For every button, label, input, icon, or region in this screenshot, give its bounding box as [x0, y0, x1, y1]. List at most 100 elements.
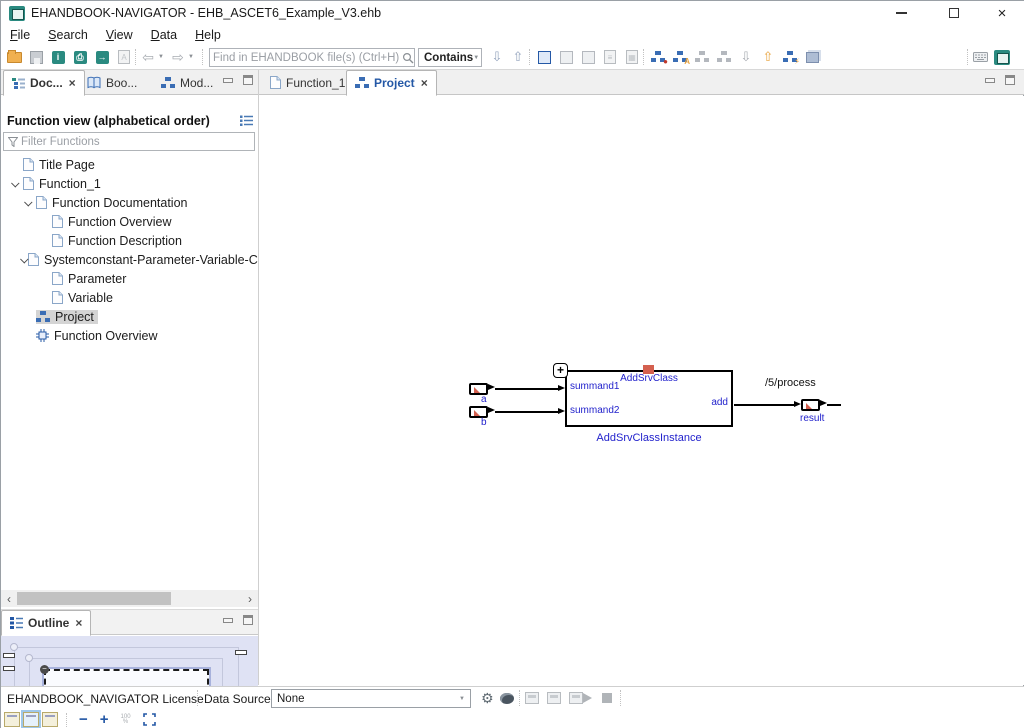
output-pin-result[interactable]	[801, 399, 820, 411]
start-measurement-icon[interactable]	[583, 693, 592, 703]
search-in-model-button[interactable]: ●	[649, 48, 668, 66]
caret-down-icon: ▼	[158, 54, 164, 60]
maximize-panel-icon[interactable]	[243, 615, 253, 625]
tab-models[interactable]: Mod...	[153, 70, 221, 95]
maximize-panel-icon[interactable]	[243, 75, 253, 85]
panel-divider[interactable]	[258, 70, 259, 685]
tree-item-function-overview-model[interactable]: Function Overview	[1, 326, 258, 345]
maximize-panel-icon[interactable]	[1005, 75, 1015, 85]
document-icon	[23, 158, 34, 171]
search-text-in-model-button[interactable]: A	[671, 48, 690, 66]
close-button[interactable]: ×	[979, 1, 1024, 25]
handbook-info-button[interactable]: i	[49, 48, 67, 66]
parent-function-button[interactable]	[579, 48, 597, 66]
tree-item-function-overview[interactable]: Function Overview	[1, 212, 258, 231]
data-lens-icon[interactable]	[500, 693, 514, 704]
forward-history-dropdown[interactable]: ▼	[186, 48, 196, 66]
menu-file[interactable]: File	[10, 28, 31, 42]
layout-single-page-icon[interactable]	[4, 712, 20, 727]
tab-documentation[interactable]: Doc... ×	[3, 70, 85, 96]
tree-item-parameter[interactable]: Parameter	[1, 269, 258, 288]
calibration-window-icon[interactable]	[525, 692, 539, 704]
data-source-select[interactable]: None ▼	[271, 689, 471, 708]
tree-item-function-description[interactable]: Function Description	[1, 231, 258, 250]
export-button[interactable]: →	[93, 48, 111, 66]
scroll-right-icon[interactable]: ›	[248, 591, 252, 606]
find-search-field[interactable]	[209, 48, 415, 67]
chevron-down-icon[interactable]	[9, 178, 23, 188]
model-search-disabled-button[interactable]	[693, 48, 711, 66]
tab-function-1[interactable]: Function_1	[262, 70, 353, 95]
chevron-down-icon[interactable]	[22, 197, 36, 207]
layout-split-page-icon[interactable]	[21, 710, 41, 728]
minimize-panel-icon[interactable]	[223, 78, 233, 83]
step-up-button[interactable]: ⇧	[759, 48, 777, 66]
scrollbar-thumb[interactable]	[17, 592, 171, 605]
open-windows-button[interactable]	[803, 48, 821, 66]
tree-item-function-1[interactable]: Function_1	[1, 174, 258, 193]
search-input[interactable]	[210, 51, 402, 64]
previous-function-button[interactable]	[557, 48, 575, 66]
input-pin-a[interactable]	[469, 383, 488, 395]
input-pin-b[interactable]	[469, 406, 488, 418]
find-previous-button[interactable]: ⇧	[509, 48, 527, 66]
settings-gear-icon[interactable]: ⚙	[481, 690, 494, 706]
tree-item-systemconstant[interactable]: Systemconstant-Parameter-Variable-Cl	[1, 250, 258, 269]
close-tab-icon[interactable]: ×	[68, 76, 76, 90]
tab-outline[interactable]: Outline ×	[1, 610, 92, 636]
keyboard-shortcuts-button[interactable]	[971, 48, 989, 66]
step-down-button[interactable]: ⇩	[737, 48, 755, 66]
project-diagram-canvas[interactable]: + AddSrvClass summand1 summand2 add AddS…	[259, 96, 1024, 685]
view-menu-icon[interactable]	[240, 115, 253, 127]
menu-data[interactable]: Data	[150, 28, 178, 42]
calibration-window-icon[interactable]	[569, 692, 583, 704]
contains-dropdown[interactable]: Contains ▼	[418, 48, 482, 67]
tree-item-project[interactable]: Project	[1, 307, 258, 326]
close-tab-icon[interactable]: ×	[420, 76, 428, 90]
tree-item-variable[interactable]: Variable	[1, 288, 258, 307]
ehandbook-app-button[interactable]	[993, 48, 1011, 66]
print-button[interactable]: ⎙	[71, 48, 89, 66]
next-function-button[interactable]	[535, 48, 553, 66]
minimize-panel-icon[interactable]	[223, 618, 233, 623]
layout-thumbnail-icon[interactable]	[42, 712, 58, 727]
scroll-left-icon[interactable]: ‹	[7, 591, 11, 606]
tree-horizontal-scrollbar[interactable]: ‹ ›	[1, 590, 258, 607]
minimize-panel-icon[interactable]	[985, 78, 995, 83]
block-handle-red[interactable]	[643, 365, 654, 374]
model-action-button[interactable]: ⚡	[781, 48, 800, 66]
document-icon	[36, 196, 47, 209]
menu-search[interactable]: Search	[48, 28, 88, 42]
tab-bookmarks[interactable]: Boo...	[79, 70, 145, 95]
zoom-100-button[interactable]: 100 %	[120, 713, 131, 725]
menu-help[interactable]: Help	[195, 28, 221, 42]
filter-input[interactable]	[18, 135, 250, 148]
document-icon	[52, 215, 63, 228]
open-folder-button[interactable]	[5, 48, 23, 66]
show-data-table-button[interactable]: ▦	[623, 48, 641, 66]
calibration-window-icon[interactable]	[547, 692, 561, 704]
share-model-button[interactable]	[715, 48, 733, 66]
find-next-button[interactable]: ⇩	[488, 48, 506, 66]
tree-item-function-documentation[interactable]: Function Documentation	[1, 193, 258, 212]
tab-project[interactable]: Project ×	[346, 70, 437, 96]
show-documentation-button[interactable]: ≡	[601, 48, 619, 66]
pdf-export-button[interactable]: A	[115, 48, 133, 66]
tree-item-title-page[interactable]: Title Page	[1, 155, 258, 174]
filter-functions-field[interactable]	[3, 132, 255, 151]
navigate-forward-button[interactable]: ⇨	[169, 48, 187, 66]
zoom-in-button[interactable]: +	[99, 711, 109, 728]
restore-button[interactable]	[931, 1, 977, 25]
document-icon	[23, 177, 34, 190]
block-expand-button[interactable]: +	[553, 363, 568, 378]
navigate-back-button[interactable]: ⇦	[139, 48, 157, 66]
back-history-dropdown[interactable]: ▼	[156, 48, 166, 66]
zoom-out-button[interactable]: −	[79, 711, 88, 728]
stop-measurement-icon[interactable]	[602, 693, 612, 703]
menu-view[interactable]: View	[105, 28, 133, 42]
app-icon	[9, 5, 25, 21]
close-tab-icon[interactable]: ×	[75, 616, 83, 630]
zoom-fit-icon[interactable]	[142, 713, 156, 726]
minimize-button[interactable]	[878, 1, 924, 25]
save-button[interactable]	[27, 48, 45, 66]
